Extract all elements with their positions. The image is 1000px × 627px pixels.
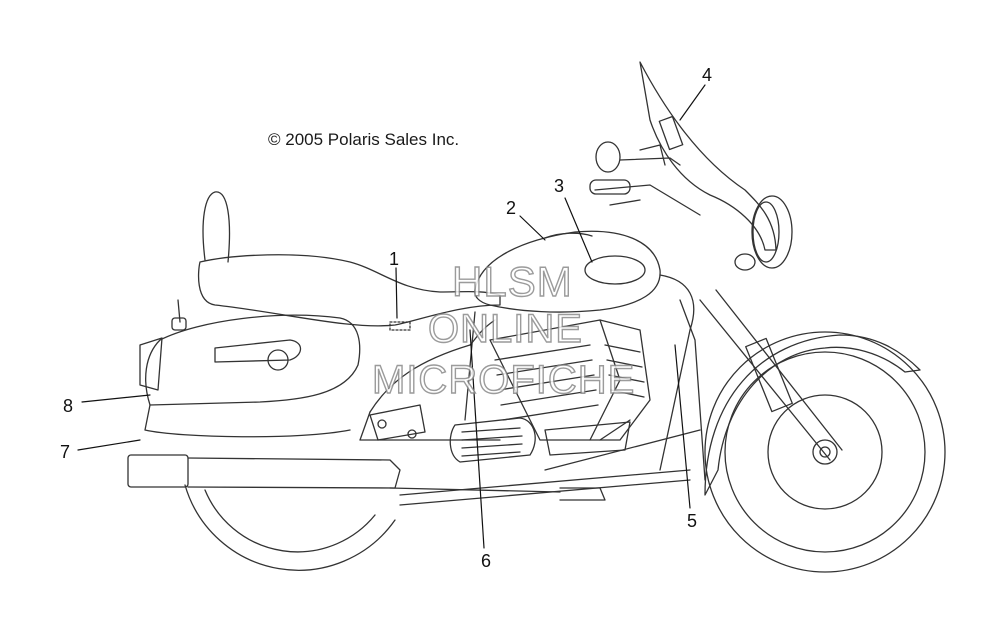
saddlebag <box>139 314 361 438</box>
exhaust <box>127 454 606 501</box>
callout-7: 7 <box>60 442 71 462</box>
callout-5: 5 <box>687 511 698 531</box>
watermark-line-3: MICROFICHE <box>371 357 636 402</box>
headlight <box>734 195 793 271</box>
seat-decal <box>389 321 411 331</box>
engine <box>489 319 651 456</box>
handlebars <box>589 141 701 216</box>
seat <box>197 191 501 327</box>
front-fender <box>704 334 921 496</box>
watermark-line-2: ONLINE <box>427 306 583 351</box>
windshield <box>639 61 777 251</box>
front-fork <box>699 289 843 461</box>
rear-light <box>171 299 187 331</box>
copyright-notice: © 2005 Polaris Sales Inc. <box>268 130 460 149</box>
fuel-tank <box>474 230 661 313</box>
rear-wheel <box>184 484 396 571</box>
footboard <box>369 404 426 441</box>
callout-8: 8 <box>63 396 74 416</box>
frame <box>359 274 706 506</box>
engine-cover <box>449 417 536 463</box>
leader-lines <box>77 84 706 549</box>
callout-3: 3 <box>554 176 565 196</box>
callout-2: 2 <box>506 198 517 218</box>
watermark-line-1: HLSM <box>451 257 573 305</box>
callout-1: 1 <box>389 249 400 269</box>
front-wheel <box>704 331 946 573</box>
callout-4: 4 <box>702 65 713 85</box>
callout-6: 6 <box>481 551 492 571</box>
windshield-decal <box>658 115 684 151</box>
